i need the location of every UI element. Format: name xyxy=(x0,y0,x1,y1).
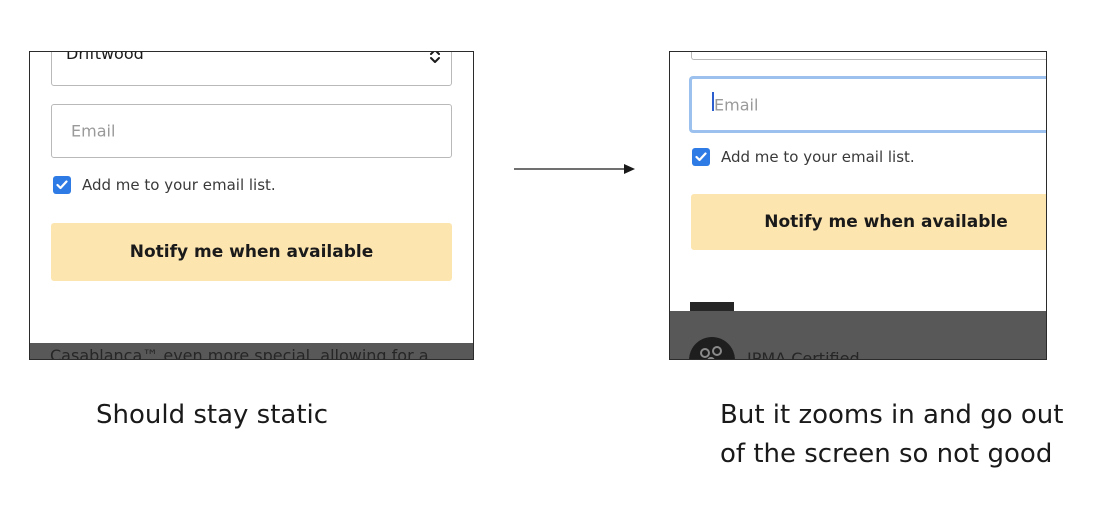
text-caret xyxy=(712,92,714,111)
color-select[interactable]: Driftwood xyxy=(51,51,452,86)
caption-right-line1: But it zooms in and go out xyxy=(720,400,1064,430)
chevron-up-down-icon xyxy=(430,52,440,63)
select-box-edge xyxy=(691,52,1046,60)
caption-right-line2: of the screen so not good xyxy=(720,439,1053,469)
checkmark-icon xyxy=(56,180,68,190)
email-list-checkbox-row[interactable]: Add me to your email list. xyxy=(53,176,276,194)
left-screenshot-panel: Driftwood Email Add me to your email lis… xyxy=(29,51,474,360)
caption-left: Should stay static xyxy=(96,400,329,430)
email-placeholder: Email xyxy=(71,121,116,141)
footer-text: IPMA Certified xyxy=(747,349,860,360)
email-list-checkbox[interactable] xyxy=(53,176,71,194)
email-placeholder: Email xyxy=(714,95,759,114)
footer-strip: Casablanca™ even more special, allowing … xyxy=(30,343,473,360)
color-select-value: Driftwood xyxy=(66,51,144,63)
badge-icon xyxy=(689,337,735,359)
right-screenshot-panel: Email Add me to your email list. Notify … xyxy=(669,51,1047,360)
notify-me-button[interactable]: Notify me when available xyxy=(51,223,452,281)
email-list-checkbox[interactable] xyxy=(692,148,710,166)
notify-me-button[interactable]: Notify me when available xyxy=(691,194,1046,250)
email-list-checkbox-label: Add me to your email list. xyxy=(721,148,915,166)
email-list-checkbox-label: Add me to your email list. xyxy=(82,176,276,194)
footer-text: Casablanca™ even more special, allowing … xyxy=(50,346,429,360)
email-input-focused[interactable]: Email xyxy=(689,76,1046,133)
arrow-right-icon xyxy=(514,164,635,174)
email-list-checkbox-row[interactable]: Add me to your email list. xyxy=(692,148,915,166)
footer-strip: IPMA Certified xyxy=(670,311,1046,360)
email-input[interactable]: Email xyxy=(51,104,452,158)
checkmark-icon xyxy=(695,152,707,162)
